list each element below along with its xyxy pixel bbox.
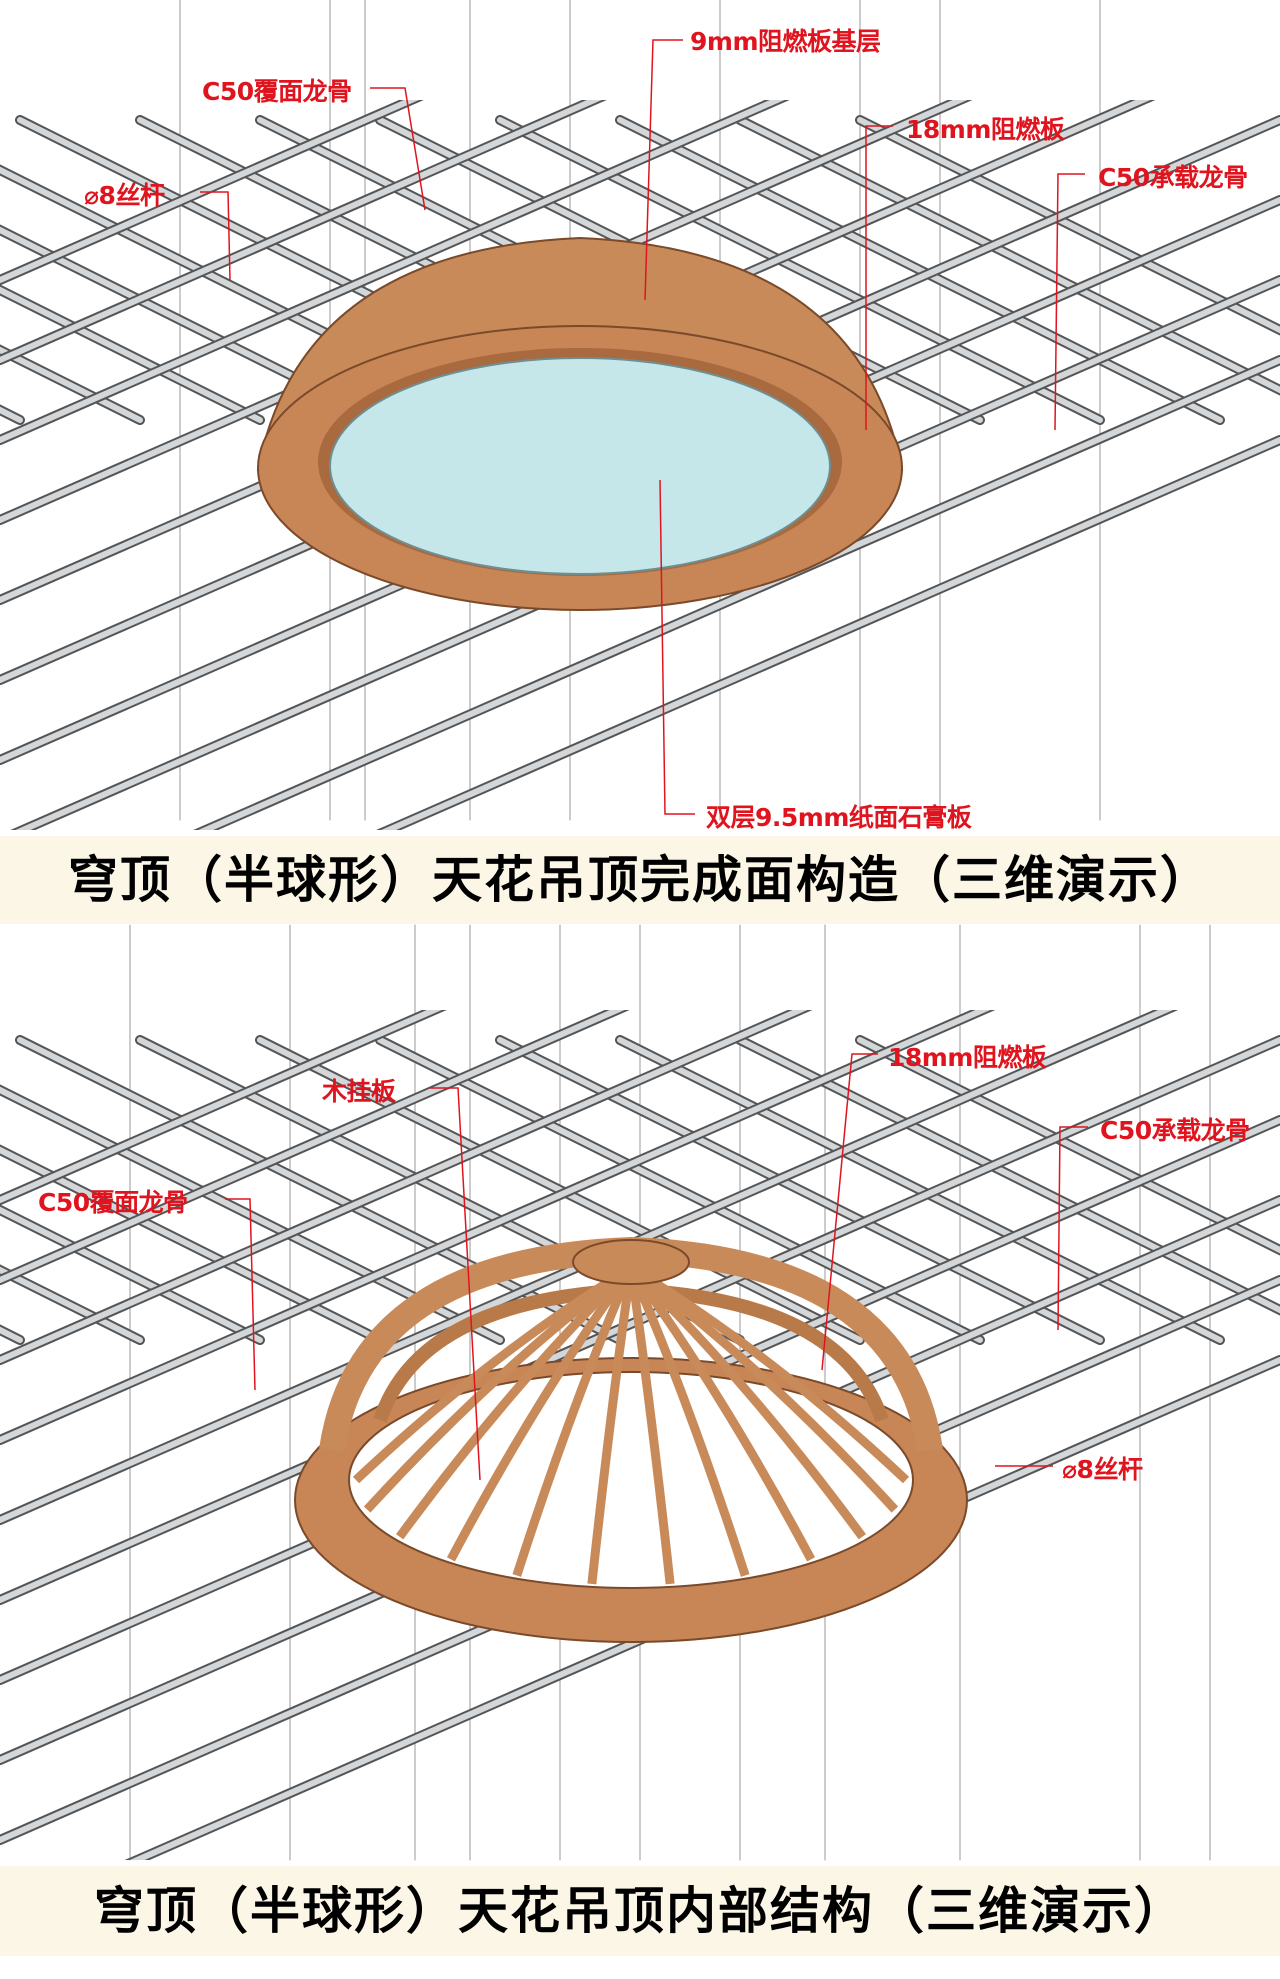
bearing-keel	[0, 1010, 991, 1443]
bearing-keel	[381, 437, 1280, 830]
bottom-title: 穹顶（半球形）天花吊顶内部结构（三维演示）	[94, 1882, 1186, 1940]
cover-keel	[737, 1037, 1280, 1314]
label-bearing-keel-bottom: C50承载龙骨	[1100, 1116, 1250, 1145]
bearing-keel	[0, 100, 785, 443]
label-cover-keel: C50覆面龙骨	[202, 77, 352, 106]
top-title: 穹顶（半球形）天花吊顶完成面构造（三维演示）	[68, 851, 1212, 909]
bearing-keel	[0, 1010, 625, 1283]
label-base-layer: 9mm阻燃板基层	[690, 27, 881, 56]
cover-keel	[617, 1037, 1223, 1343]
cover-keel	[0, 1266, 143, 1343]
cover-keel	[857, 1037, 1280, 1254]
bearing-keel	[0, 1010, 808, 1363]
cover-keel	[0, 1146, 383, 1343]
label-18mm-board-bottom: 18mm阻燃板	[888, 1043, 1047, 1072]
gypsum-board-surface	[329, 357, 831, 575]
dome-rib	[626, 1266, 750, 1577]
dome-rib	[627, 1265, 816, 1562]
dome-rib	[628, 1264, 910, 1484]
cover-keel	[0, 346, 143, 423]
label-rod-bottom: ⌀8丝杆	[1062, 1455, 1143, 1484]
bearing-keel	[198, 357, 1280, 830]
cover-keel	[0, 226, 383, 423]
dome-rib	[627, 1264, 866, 1540]
dome-rib	[396, 1264, 635, 1540]
dome-rib	[363, 1264, 634, 1513]
cover-keel	[497, 117, 1103, 423]
bearing-keel	[0, 1010, 442, 1203]
label-18mm-board: 18mm阻燃板	[906, 115, 1065, 144]
dome-rib	[587, 1267, 636, 1585]
dome-rib	[446, 1265, 635, 1562]
cover-keel	[617, 117, 1223, 423]
label-gypsum-board: 双层9.5mm纸面石膏板	[706, 803, 972, 832]
bearing-keel	[0, 100, 419, 283]
bearing-keel	[0, 100, 968, 523]
cover-keel	[737, 117, 1280, 394]
top-title-banner: 穹顶（半球形）天花吊顶完成面构造（三维演示）	[0, 836, 1280, 924]
leader-lines	[200, 39, 1088, 1481]
bottom-title-banner: 穹顶（半球形）天花吊顶内部结构（三维演示）	[0, 1866, 1280, 1956]
dome-rib	[626, 1267, 675, 1585]
label-bearing-keel: C50承载龙骨	[1098, 163, 1248, 192]
dome-rib	[512, 1266, 636, 1577]
internal-dome-frame	[294, 1236, 968, 1643]
finished-dome	[256, 236, 904, 611]
label-wood-hanger: 木挂板	[322, 1077, 396, 1106]
label-cover-keel-bottom: C50覆面龙骨	[38, 1188, 188, 1217]
cover-keel	[857, 117, 1280, 334]
label-rod: ⌀8丝杆	[84, 181, 165, 210]
cover-keel	[497, 1037, 1103, 1343]
bearing-keel	[0, 100, 602, 363]
